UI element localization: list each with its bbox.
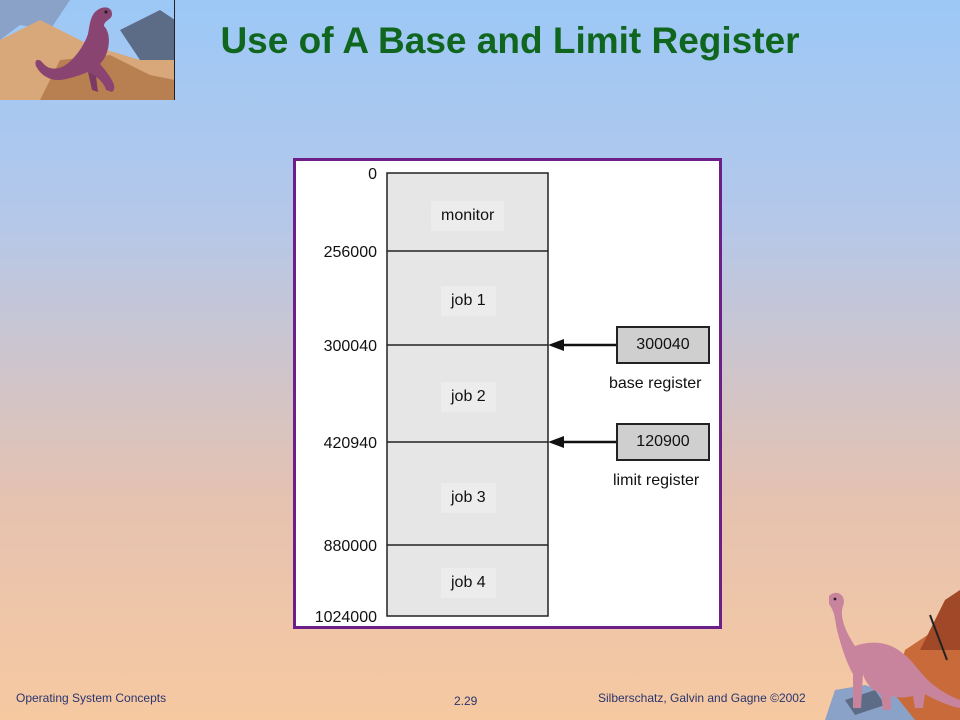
memory-diagram-graphics: [386, 172, 616, 617]
base-arrow-head: [548, 339, 564, 351]
address-label-880000: 880000: [323, 538, 377, 555]
slide-title: Use of A Base and Limit Register: [220, 20, 800, 61]
limit-register-caption: limit register: [613, 472, 700, 489]
footer-copyright: Silberschatz, Galvin and Gagne ©2002: [598, 691, 806, 705]
limit-arrow-head: [548, 436, 564, 448]
address-label-300040: 300040: [323, 338, 377, 355]
address-label-0: 0: [368, 166, 377, 183]
segment-label-job-1: job 1: [441, 286, 496, 316]
segment-label-job-3: job 3: [441, 483, 496, 513]
segment-label-job-2: job 2: [441, 382, 496, 412]
segment-label-job-4: job 4: [441, 568, 496, 598]
limit-register-box: 120900: [616, 423, 710, 461]
base-register-caption: base register: [609, 375, 702, 392]
dinosaur-decoration-top-left-icon: [0, 0, 175, 100]
address-label-256000: 256000: [323, 244, 377, 261]
footer-course-name: Operating System Concepts: [16, 691, 167, 705]
dinosaur-decoration-bottom-right-icon: [825, 590, 960, 720]
footer-slide-number: 2.29: [454, 694, 478, 708]
address-label-1024000: 1024000: [314, 609, 377, 626]
memory-diagram: 0 256000 300040 420940 880000 1024000 mo…: [293, 158, 722, 629]
segment-label-monitor: monitor: [431, 201, 505, 231]
base-register-box: 300040: [616, 326, 710, 364]
address-label-420940: 420940: [323, 435, 377, 452]
